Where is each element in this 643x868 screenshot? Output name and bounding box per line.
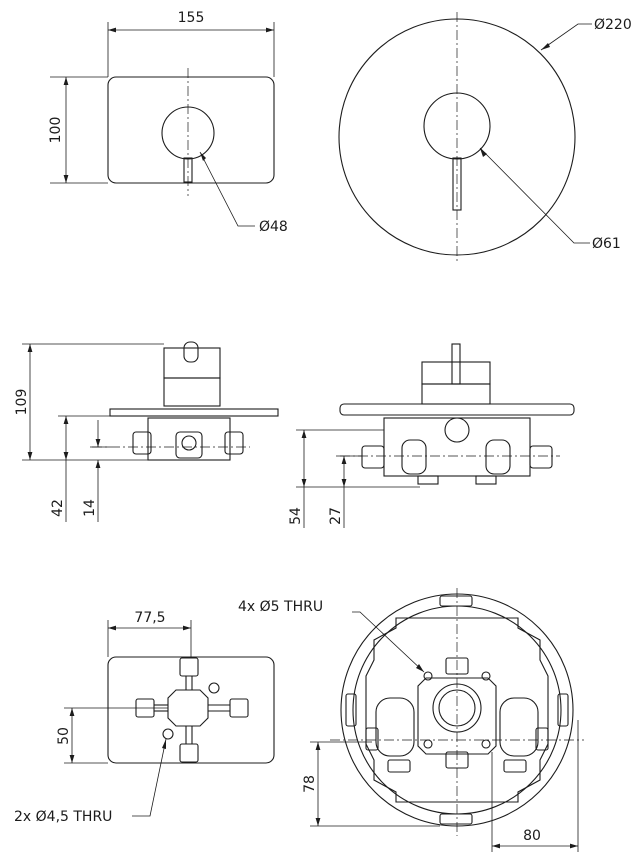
- rear-bottom-connector: [179, 743, 199, 763]
- round-side-lever: [451, 343, 461, 385]
- rear-round-hole-3: [423, 739, 433, 749]
- front-handle-circle: [161, 106, 215, 160]
- side-plate: [109, 408, 279, 417]
- rear-round-view: 4x Ø5 THRU 78 80: [238, 588, 584, 852]
- front-plate-outline: [107, 76, 275, 184]
- rear-round-hole-4: [481, 739, 491, 749]
- front-handle-leader: [199, 151, 255, 227]
- round-outer-leader: [540, 23, 592, 51]
- side-connection-depth: 14: [82, 499, 98, 517]
- rear-right-connector: [229, 698, 249, 718]
- side-body: [147, 417, 231, 461]
- rear-hole-2: [162, 728, 174, 740]
- round-side-body: [383, 417, 531, 477]
- rear-rect-view: 77,5 50 2x Ø4,5 THRU: [14, 610, 275, 825]
- round-outer-dia: Ø220: [594, 17, 632, 33]
- rear-round-hole-1: [423, 671, 433, 681]
- rear-round-right-valve: [499, 697, 539, 757]
- rear-round-hole-2: [481, 671, 491, 681]
- rear-round-height: 78: [302, 775, 318, 793]
- rear-rect-plate: [107, 656, 275, 764]
- rear-round-left-valve: [375, 697, 415, 757]
- round-side-sleeve: [421, 383, 491, 405]
- front-height-dim: 100: [48, 117, 64, 144]
- front-width-dim: 155: [178, 10, 205, 26]
- round-handle-dia: Ø61: [592, 236, 621, 252]
- round-side-left-connector: [361, 445, 385, 469]
- rear-rect-holes-leader: [132, 738, 167, 817]
- rear-round-body: [417, 677, 497, 755]
- side-view: 109 42 14: [14, 341, 279, 522]
- front-plate-view: 155 100 Ø48: [48, 10, 288, 235]
- rear-rect-width: 77,5: [134, 610, 165, 626]
- side-lever-knob: [183, 341, 199, 363]
- rear-rect-holes-note: 2x Ø4,5 THRU: [14, 809, 112, 825]
- round-side-handle: [421, 361, 491, 385]
- round-side-connection-depth: 27: [328, 507, 344, 525]
- rear-round-frame: [365, 617, 549, 803]
- side-handle: [163, 347, 221, 379]
- side-body-depth: 42: [50, 499, 66, 517]
- rear-round-holes-leader: [352, 611, 425, 673]
- rear-round-width: 80: [523, 828, 541, 844]
- side-left-connector: [132, 431, 152, 455]
- rear-rect-height: 50: [56, 727, 72, 745]
- round-side-body-depth: 54: [288, 507, 304, 525]
- front-handle-dia: Ø48: [259, 219, 288, 235]
- side-right-connector: [224, 431, 244, 455]
- round-handle-leader: [479, 147, 590, 244]
- rear-round-holes-note: 4x Ø5 THRU: [238, 599, 323, 615]
- side-center-connector: [175, 431, 203, 459]
- side-total-depth: 109: [14, 389, 30, 416]
- round-side-view: 54 27: [288, 343, 575, 528]
- round-side-right-connector: [529, 445, 553, 469]
- rear-top-connector: [179, 657, 199, 677]
- round-side-plate: [339, 403, 575, 416]
- side-sleeve: [163, 377, 221, 407]
- rear-hole-1: [208, 682, 220, 694]
- round-plate-view: Ø220 Ø61: [338, 12, 632, 262]
